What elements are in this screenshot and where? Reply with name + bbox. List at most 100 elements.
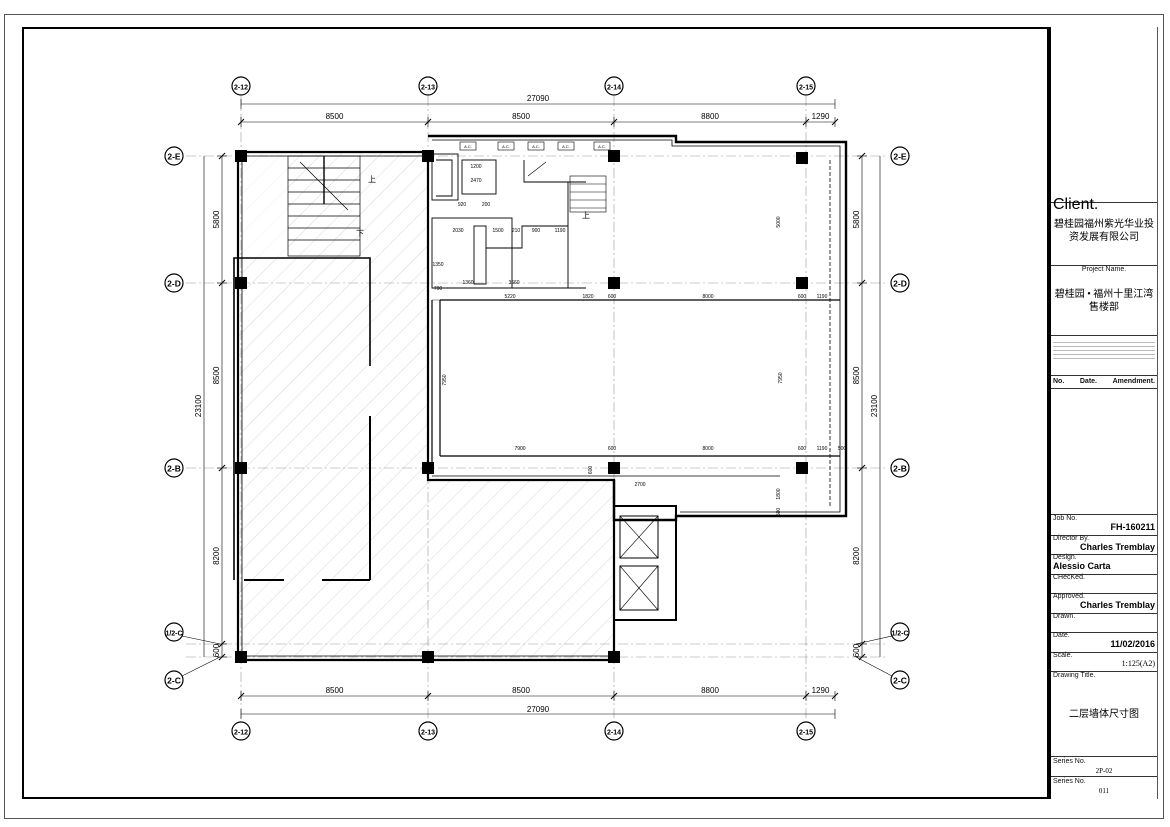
dim-total-bottom: 27090 bbox=[527, 705, 550, 714]
ac-unit: A.C. bbox=[459, 141, 477, 151]
interior-dim-text: 500 bbox=[776, 508, 782, 517]
column-marker bbox=[235, 462, 247, 474]
svg-text:2-E: 2-E bbox=[167, 152, 181, 162]
ac-unit: A.C. bbox=[527, 141, 545, 151]
stair-west bbox=[287, 155, 361, 257]
svg-text:2-13: 2-13 bbox=[421, 85, 435, 92]
interior-dim-text: 600 bbox=[798, 294, 807, 300]
svg-text:2-D: 2-D bbox=[167, 279, 181, 289]
interior-dim-text: 600 bbox=[608, 294, 617, 300]
stair-label-up-1: 上 bbox=[368, 175, 376, 184]
axis-bubble-bottom: 2-14 bbox=[604, 721, 624, 741]
tb-divider bbox=[1051, 593, 1157, 594]
hatch-south bbox=[428, 480, 614, 660]
tb-divider bbox=[1051, 652, 1157, 653]
column-marker bbox=[422, 462, 434, 474]
tb-divider bbox=[1051, 613, 1157, 614]
svg-text:2-B: 2-B bbox=[893, 464, 907, 474]
dim-text: 600 bbox=[212, 643, 221, 657]
series2-field: Series No. 011 bbox=[1053, 778, 1110, 795]
interior-dim-text: 1190 bbox=[817, 294, 828, 300]
drawing-frame bbox=[22, 27, 1049, 799]
interior-dim-text: 5000 bbox=[776, 216, 782, 227]
elevator-core bbox=[613, 505, 677, 621]
svg-text:2-B: 2-B bbox=[167, 464, 181, 474]
axis-bubble-right: 2-D bbox=[890, 273, 910, 293]
axis-bubble-top: 2-14 bbox=[604, 76, 624, 96]
notes-block bbox=[1053, 340, 1155, 362]
tb-divider bbox=[1051, 574, 1157, 575]
tb-divider bbox=[1051, 388, 1157, 389]
interior-dim-text: 1360 bbox=[462, 280, 473, 286]
wall-east-inner bbox=[432, 139, 841, 513]
hatch-stair-west bbox=[238, 152, 288, 258]
tb-divider bbox=[1051, 335, 1157, 336]
axis-bubble-left: 2-B bbox=[164, 458, 184, 478]
column-marker bbox=[422, 150, 434, 162]
project-label: Project Name. bbox=[1081, 266, 1127, 273]
tb-divider bbox=[1051, 632, 1157, 633]
interior-dim-text: 1500 bbox=[492, 228, 503, 234]
wall-east-block bbox=[428, 134, 848, 522]
interior-dim-text: 1820 bbox=[582, 294, 593, 300]
column-marker bbox=[608, 462, 620, 474]
dim-total-top: 27090 bbox=[527, 94, 550, 103]
svg-text:2-D: 2-D bbox=[893, 279, 907, 289]
dim-text: 8800 bbox=[701, 112, 719, 121]
axis-bubble-top: 2-13 bbox=[418, 76, 438, 96]
dim-total-left: 23100 bbox=[194, 394, 203, 417]
client-name: 碧桂园福州紫光华业投资发展有限公司 bbox=[1054, 219, 1154, 243]
interior-dim-text: 210 bbox=[512, 228, 521, 234]
dim-text: 600 bbox=[852, 643, 861, 657]
tb-divider bbox=[1051, 375, 1157, 376]
tb-divider bbox=[1051, 671, 1157, 672]
amendment-header: No. Date. Amendment. bbox=[1053, 378, 1155, 385]
column-marker bbox=[422, 651, 434, 663]
svg-text:2-12: 2-12 bbox=[234, 730, 248, 737]
columns bbox=[235, 150, 808, 663]
svg-text:2-12: 2-12 bbox=[234, 85, 248, 92]
dim-text: 8200 bbox=[212, 547, 221, 565]
interior-dim-text: 8000 bbox=[702, 294, 713, 300]
svg-text:1/2-C: 1/2-C bbox=[891, 631, 908, 638]
svg-text:A.C.: A.C. bbox=[502, 144, 510, 149]
axis-bubble-bottom: 2-15 bbox=[796, 721, 816, 741]
column-marker bbox=[235, 150, 247, 162]
interior-dim-text: 7900 bbox=[514, 446, 525, 452]
axis-bubble-left: 2-C bbox=[164, 670, 184, 690]
axis-bubble-left: 2-D bbox=[164, 273, 184, 293]
ac-unit: A.C. bbox=[497, 141, 515, 151]
stair-label-up-2: 上 bbox=[582, 211, 590, 220]
interior-dim-text: 8000 bbox=[702, 446, 713, 452]
ac-units: A.C.A.C.A.C.A.C.A.C. bbox=[459, 141, 611, 151]
scale-field: Scale. 1:125(A2) bbox=[1053, 652, 1155, 668]
interior-dim-text: 900 bbox=[532, 228, 541, 234]
dim-total-right: 23100 bbox=[870, 394, 879, 417]
interior-dim-text: 3660 bbox=[508, 280, 519, 286]
drawing-title: 二层墙体尺寸图 bbox=[1069, 709, 1139, 720]
axis-bubble-left: 1/2-C bbox=[164, 622, 184, 642]
tb-divider bbox=[1051, 756, 1157, 757]
approved-field: Approved. Charles Tremblay bbox=[1053, 593, 1155, 610]
core-rooms bbox=[431, 153, 586, 289]
dim-text: 1290 bbox=[812, 112, 830, 121]
dim-text: 8200 bbox=[852, 547, 861, 565]
tb-divider bbox=[1051, 535, 1157, 536]
column-marker bbox=[235, 651, 247, 663]
column-marker bbox=[796, 462, 808, 474]
tb-divider bbox=[1051, 514, 1157, 515]
axis-bubble-right: 2-E bbox=[890, 146, 910, 166]
interior-dim-text: 2030 bbox=[452, 228, 463, 234]
dim-text: 5800 bbox=[212, 210, 221, 228]
axis-bubble-right: 2-B bbox=[890, 458, 910, 478]
tb-divider bbox=[1051, 554, 1157, 555]
svg-text:2-13: 2-13 bbox=[421, 730, 435, 737]
svg-text:1/2-C: 1/2-C bbox=[165, 631, 182, 638]
project-name: 碧桂园 • 福州十里江湾售楼部 bbox=[1054, 289, 1154, 313]
ac-unit: A.C. bbox=[593, 141, 611, 151]
outer-frame bbox=[4, 14, 1164, 819]
interior-dim-text: 1800 bbox=[776, 488, 782, 499]
